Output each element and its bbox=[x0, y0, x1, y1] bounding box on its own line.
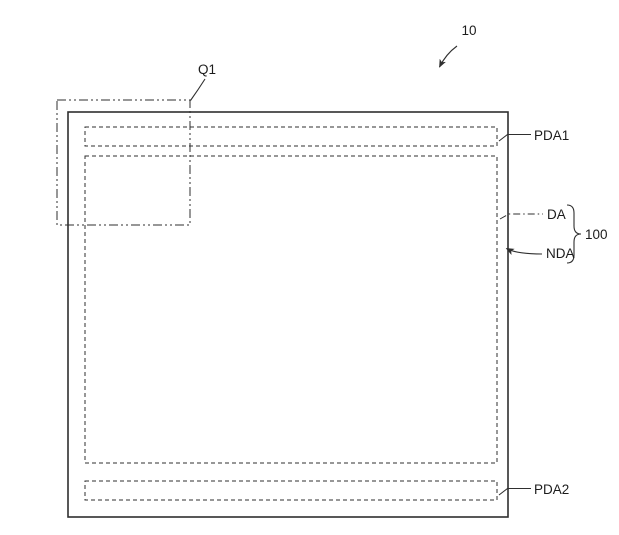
device-outline bbox=[67, 111, 509, 518]
q1-detail-box bbox=[56, 99, 191, 226]
nda-label: NDA bbox=[546, 246, 575, 261]
ref-100-label: 100 bbox=[585, 227, 608, 242]
ref-10-arrow bbox=[439, 45, 458, 68]
da-leader-line bbox=[499, 213, 543, 220]
pda2-label: PDA2 bbox=[534, 482, 569, 497]
pda1-leader-line bbox=[498, 133, 531, 142]
pda2-leader-line bbox=[498, 487, 531, 496]
nda-arrow bbox=[505, 248, 543, 256]
da-label: DA bbox=[547, 207, 566, 222]
pda1-label: PDA1 bbox=[534, 128, 569, 143]
group-100-brace bbox=[566, 204, 582, 264]
q1-leader-line bbox=[190, 78, 206, 101]
pad-area-2-box bbox=[84, 480, 498, 501]
display-area-box bbox=[84, 155, 498, 464]
pad-area-1-box bbox=[84, 126, 498, 147]
q1-label: Q1 bbox=[198, 62, 216, 77]
ref-10-label: 10 bbox=[461, 23, 476, 38]
